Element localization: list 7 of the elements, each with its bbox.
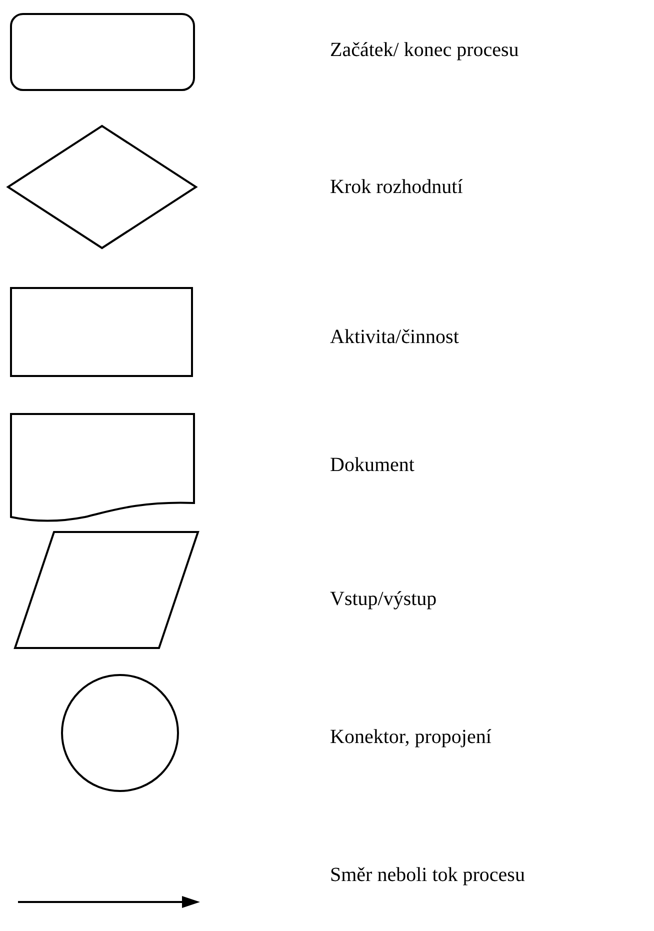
legend-text: Dokument: [330, 453, 414, 477]
legend-text: Konektor, propojení: [330, 725, 492, 749]
legend-text: Krok rozhodnutí: [330, 175, 463, 199]
legend-text: Aktivita/činnost: [330, 325, 459, 349]
legend-text: Směr neboli tok procesu: [330, 863, 525, 887]
legend-text: Vstup/výstup: [330, 587, 437, 611]
legend-text: Začátek/ konec procesu: [330, 38, 519, 62]
